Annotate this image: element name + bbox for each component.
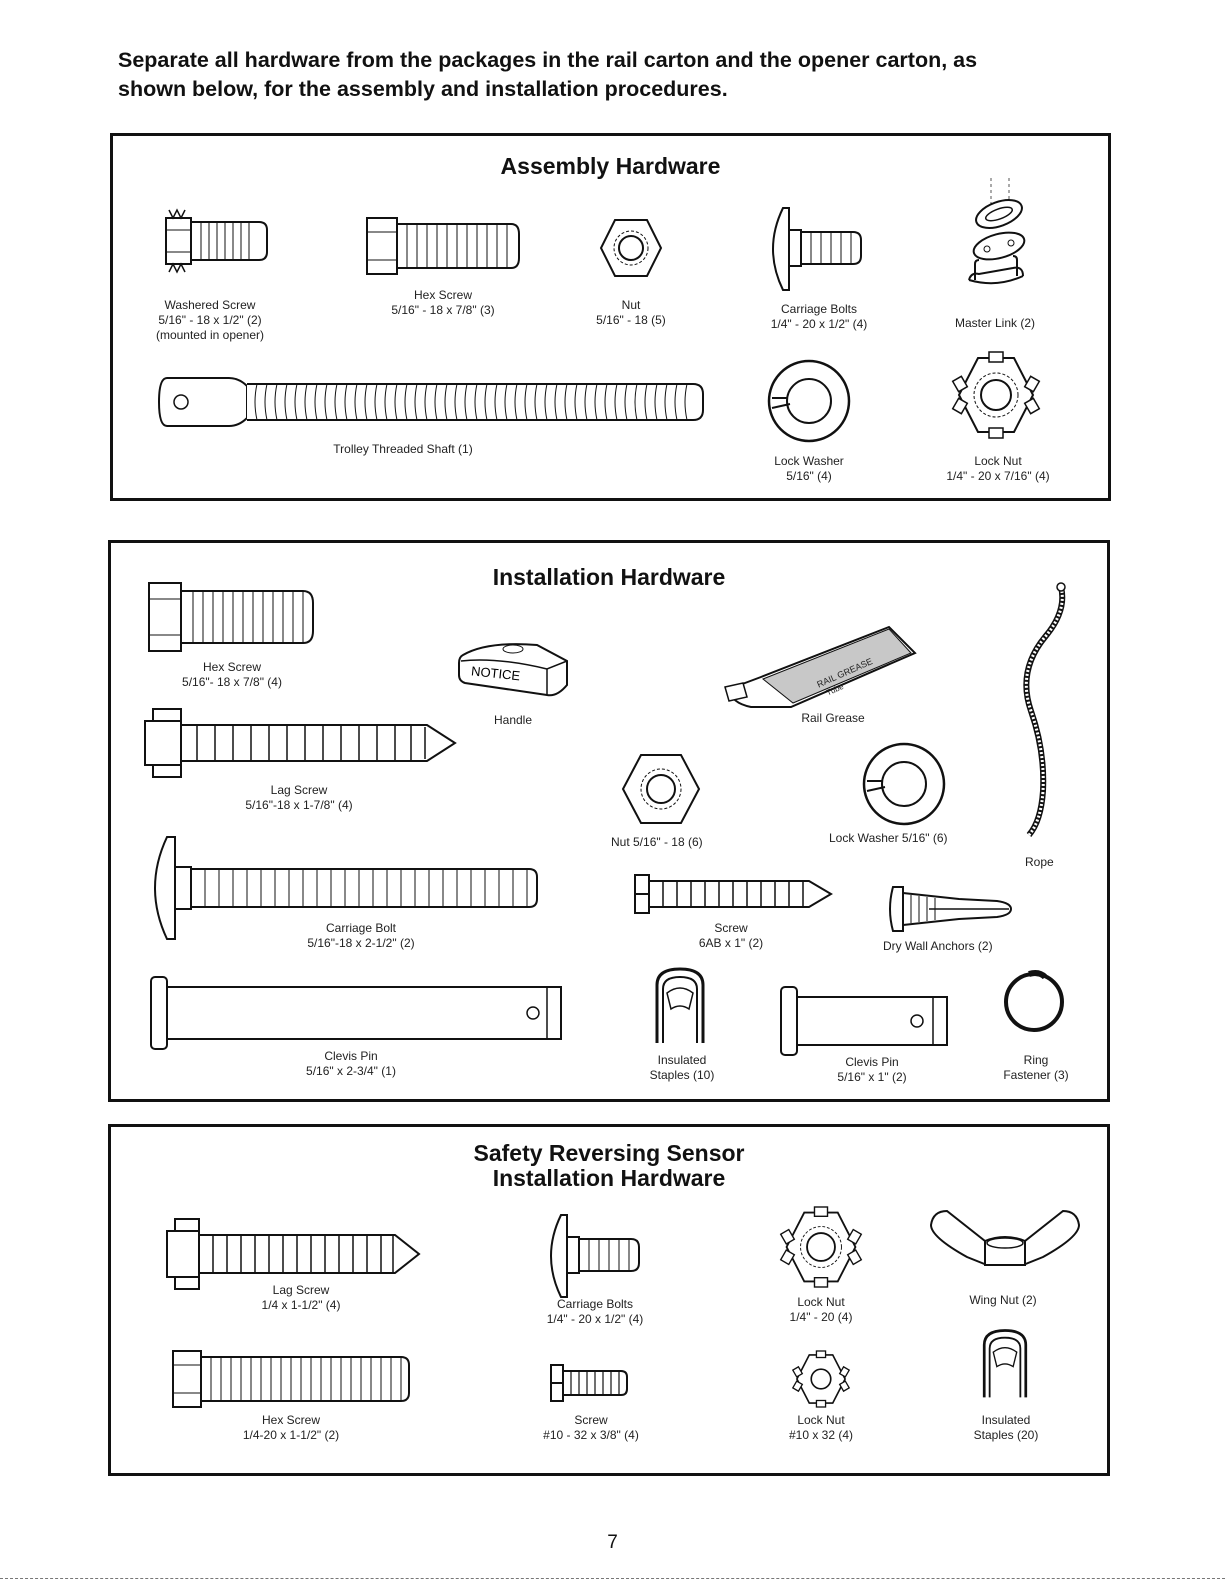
rail-grease-label: Rail Grease: [801, 711, 865, 725]
lock-washer-icon: [862, 742, 946, 826]
carriage-bolt-label: Carriage Bolt 5/16"-18 x 2-1/2" (2): [307, 921, 415, 950]
lock-nut-small-label: Lock Nut #10 x 32 (4): [788, 1413, 854, 1442]
installation-hardware-title: Installation Hardware: [492, 564, 726, 590]
lag-screw-label: Lag Screw 1/4 x 1-1/2" (4): [261, 1283, 341, 1312]
intro-line-1: Separate all hardware from the packages …: [118, 48, 978, 72]
washered-screw-icon: [165, 208, 268, 274]
rope-label: Rope: [1025, 855, 1054, 869]
assembly-hardware-panel: Assembly Hardware Washered Screw 5/16" -…: [110, 133, 1111, 501]
screw-label: Screw #10 - 32 x 3/8" (4): [543, 1413, 639, 1442]
hex-screw-label: Hex Screw 5/16" - 18 x 7/8" (3): [391, 288, 495, 317]
carriage-bolt-icon: [154, 836, 538, 940]
clevis-pin-short-icon: [780, 986, 948, 1056]
page-bottom-divider: [0, 1578, 1225, 1579]
clevis-pin-short-label: Clevis Pin 5/16" x 1" (2): [837, 1055, 907, 1084]
clevis-pin-label: Clevis Pin 5/16" x 2-3/4" (1): [306, 1049, 396, 1078]
intro-line-2: shown below, for the assembly and instal…: [118, 77, 728, 101]
lock-nut-icon: [779, 1206, 863, 1288]
master-link-icon: [968, 178, 1026, 285]
sensor-hardware-title-1: Safety Reversing Sensor: [473, 1140, 745, 1166]
installation-hardware-panel: Installation Hardware Hex Screw 5/16"- 1…: [108, 540, 1110, 1102]
carriage-bolt-icon: [772, 207, 862, 291]
handle-label: Handle: [493, 713, 533, 727]
dry-wall-anchors-label: Dry Wall Anchors (2): [883, 939, 993, 953]
master-link-label: Master Link (2): [954, 316, 1036, 330]
lock-nut-small-icon: [791, 1350, 851, 1408]
hex-screw-label: Hex Screw 5/16"- 18 x 7/8" (4): [182, 660, 282, 689]
lock-nut-label: Lock Nut 1/4" - 20 (4): [789, 1295, 853, 1324]
nut-icon: [621, 754, 701, 824]
lock-washer-icon: [767, 359, 851, 443]
handle-icon: NOTICE: [458, 643, 568, 697]
rail-grease-icon: RAIL GREASE Tube: [724, 625, 917, 708]
handle-marking: NOTICE: [470, 663, 521, 683]
hex-screw-icon: [148, 582, 314, 652]
lag-screw-label: Lag Screw 5/16"-18 x 1-7/8" (4): [245, 783, 353, 812]
carriage-bolts-label: Carriage Bolts 1/4" - 20 x 1/2" (4): [546, 1297, 644, 1326]
lock-nut-icon: [951, 351, 1041, 439]
hex-screw-icon: [172, 1350, 410, 1408]
lock-nut-label: Lock Nut 1/4" - 20 x 7/16" (4): [946, 454, 1050, 483]
rope-icon: [1023, 582, 1066, 837]
trolley-threaded-shaft-label: Trolley Threaded Shaft (1): [333, 442, 473, 456]
ring-fastener-label: Ring Fastener (3): [1003, 1053, 1069, 1082]
insulated-staples-label: Insulated Staples (20): [973, 1413, 1039, 1442]
trolley-threaded-shaft-icon: [157, 377, 704, 427]
hex-screw-icon: [366, 217, 520, 275]
nut-label: Nut 5/16" - 18 (5): [596, 298, 666, 327]
sensor-hardware-title-2: Installation Hardware: [492, 1165, 726, 1191]
wing-nut-label: Wing Nut (2): [969, 1293, 1037, 1307]
insulated-staples-label: Insulated Staples (10): [649, 1053, 715, 1082]
page-number: 7: [607, 1532, 618, 1553]
screw-label: Screw 6AB x 1" (2): [698, 921, 764, 950]
insulated-staple-icon: [655, 967, 705, 1043]
lock-washer-label: Lock Washer 5/16" (6): [829, 831, 948, 845]
carriage-bolt-icon: [550, 1214, 640, 1298]
wing-nut-icon: [929, 1209, 1081, 1266]
nut-label: Nut 5/16" - 18 (6): [611, 835, 703, 849]
lock-washer-label: Lock Washer 5/16" (4): [774, 454, 844, 483]
clevis-pin-icon: [150, 976, 562, 1050]
screw-icon: [634, 874, 833, 914]
assembly-hardware-title: Assembly Hardware: [500, 153, 721, 179]
washered-screw-label: Washered Screw 5/16" - 18 x 1/2" (2) (mo…: [155, 298, 265, 342]
screw-icon: [550, 1364, 628, 1402]
lag-screw-icon: [166, 1218, 421, 1290]
hex-screw-label: Hex Screw 1/4-20 x 1-1/2" (2): [242, 1413, 340, 1442]
nut-icon: [599, 219, 663, 277]
carriage-bolts-label: Carriage Bolts 1/4" - 20 x 1/2" (4): [770, 302, 868, 331]
ring-fastener-icon: [1004, 970, 1064, 1032]
insulated-staple-icon: [982, 1329, 1028, 1398]
dry-wall-anchor-icon: [889, 886, 1013, 932]
sensor-hardware-panel: Safety Reversing Sensor Installation Har…: [108, 1124, 1110, 1476]
intro-text: Separate all hardware from the packages …: [118, 46, 1118, 104]
lag-screw-icon: [144, 708, 457, 778]
